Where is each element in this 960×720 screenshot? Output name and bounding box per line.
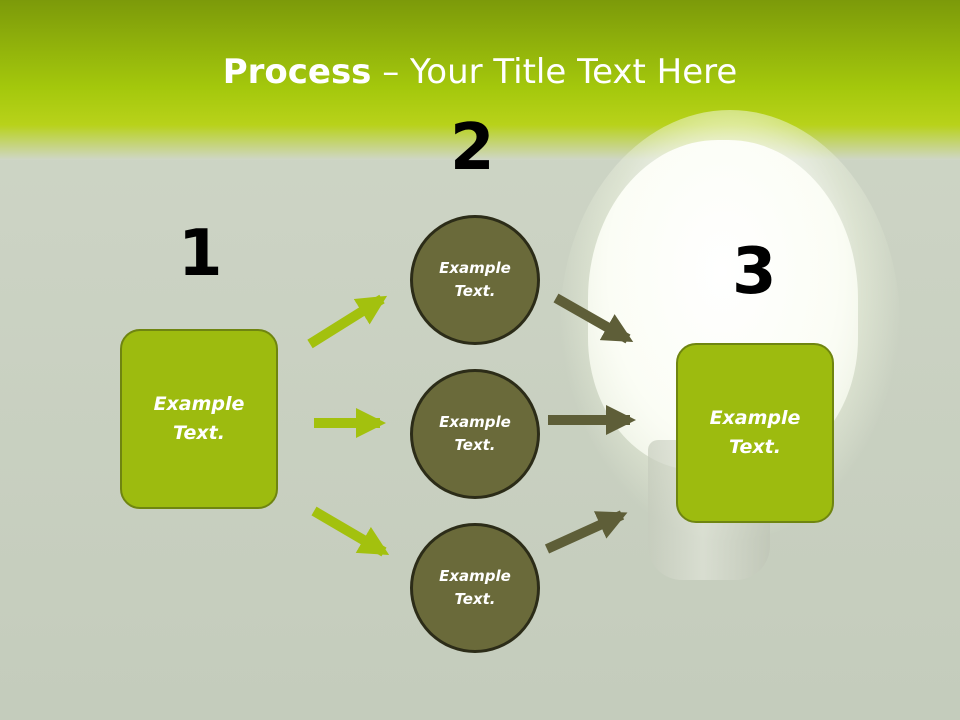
step-number-2: 2	[450, 111, 495, 185]
arrow-to-bottom-circle	[311, 506, 390, 557]
arrow-from-bottom-circle	[544, 510, 628, 554]
circle-top-text: Example Text.	[439, 259, 511, 300]
right-box-text: Example Text.	[709, 407, 801, 458]
process-circle-top: Example Text.	[410, 215, 540, 345]
process-circle-middle: Example Text.	[410, 369, 540, 499]
step-number-3: 3	[732, 235, 777, 309]
arrow-to-top-circle	[307, 294, 388, 349]
slide-title: Process – Your Title Text Here	[0, 52, 960, 92]
right-process-box: Example Text.	[676, 343, 834, 523]
step-number-1: 1	[178, 217, 223, 291]
circle-bottom-text: Example Text.	[439, 567, 511, 608]
title-bold: Process	[222, 52, 372, 92]
left-box-text: Example Text.	[153, 393, 245, 444]
left-process-box: Example Text.	[120, 329, 278, 509]
title-rest: – Your Title Text Here	[371, 52, 738, 92]
arrow-from-top-circle	[553, 293, 634, 344]
circle-middle-text: Example Text.	[439, 413, 511, 454]
process-circle-bottom: Example Text.	[410, 523, 540, 653]
